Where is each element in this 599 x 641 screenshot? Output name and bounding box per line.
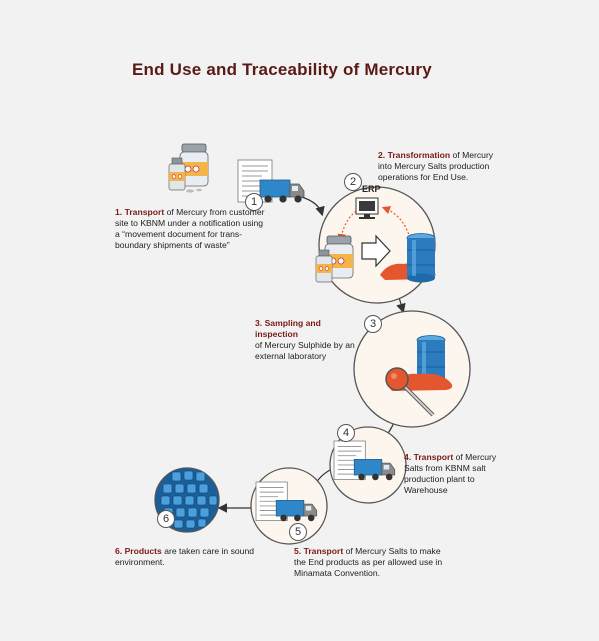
step-number-4: 4 (342, 427, 350, 439)
transform-arrow (361, 234, 391, 268)
caption-step-1-keyword: Transport (124, 207, 165, 217)
step-number-5: 5 (294, 526, 302, 538)
erp-dotted-arrow-left (337, 210, 357, 243)
caption-step-2-number: 2. (378, 150, 386, 160)
erp-computer-icon (355, 197, 379, 219)
caption-step-6-keyword: Products (124, 546, 162, 556)
caption-step-5-number: 5. (294, 546, 302, 556)
step-1-mercury-containers (168, 143, 209, 193)
step-number-1: 1 (250, 196, 258, 208)
caption-step-5: 5. Transport of Mercury Salts to make th… (294, 546, 454, 579)
caption-step-5-text: of Mercury Salts to make the End product… (294, 546, 443, 578)
step-number-2: 2 (349, 176, 357, 188)
caption-step-6: 6. Products are taken care in sound envi… (115, 546, 265, 568)
caption-step-4: 4. Transport of Mercury Salts from KBNM … (404, 452, 499, 496)
caption-step-2-text: of Mercury into Mercury Salts production… (378, 150, 494, 182)
caption-step-3-number: 3. (255, 318, 263, 328)
magnifier-icon (385, 367, 435, 417)
caption-step-3-text: of Mercury Sulphide by an external labor… (255, 340, 355, 361)
page-title: End Use and Traceability of Mercury (132, 60, 432, 79)
caption-step-3: 3. Sampling and inspection of Mercury Su… (255, 318, 355, 362)
caption-step-4-number: 4. (404, 452, 412, 462)
caption-step-6-number: 6. (115, 546, 123, 556)
caption-step-2: 2. Transformation of Mercury into Mercur… (378, 150, 508, 183)
caption-step-1-text: of Mercury from customer site to KBNM un… (115, 207, 265, 250)
caption-step-6-text: are taken care in sound environment. (115, 546, 255, 567)
step-number-3: 3 (369, 318, 377, 330)
caption-step-1-number: 1. (115, 207, 123, 217)
caption-step-3-keyword: Sampling and inspection (255, 318, 321, 339)
step-number-6: 6 (162, 513, 170, 525)
caption-step-4-keyword: Transport (413, 452, 454, 462)
caption-step-2-keyword: Transformation (387, 150, 451, 160)
caption-step-4-text: of Mercury Salts from KBNM salt producti… (404, 452, 497, 495)
caption-step-1: 1. Transport of Mercury from customer si… (115, 207, 265, 251)
erp-dotted-arrow-right (381, 206, 411, 239)
erp-label: ERP (362, 184, 381, 194)
caption-step-5-keyword: Transport (303, 546, 344, 556)
